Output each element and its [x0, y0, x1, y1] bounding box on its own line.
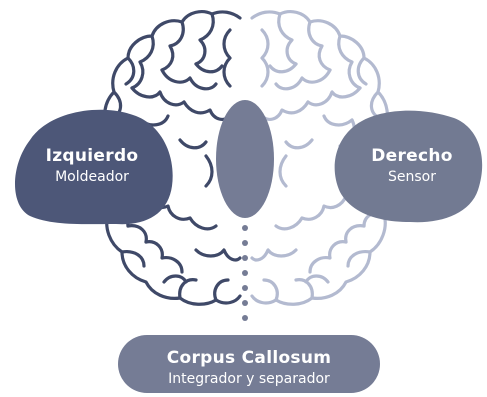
bottom-title: Corpus Callosum — [118, 348, 380, 368]
bottom-label: Corpus Callosum Integrador y separador — [118, 348, 380, 387]
right-subtitle: Sensor — [352, 169, 472, 185]
center-oval — [216, 100, 274, 218]
dotted-connector — [242, 225, 248, 321]
left-label: Izquierdo Moldeador — [26, 146, 158, 185]
left-subtitle: Moldeador — [26, 169, 158, 185]
left-title: Izquierdo — [26, 146, 158, 166]
right-label: Derecho Sensor — [352, 146, 472, 185]
bottom-subtitle: Integrador y separador — [118, 371, 380, 387]
right-title: Derecho — [352, 146, 472, 166]
